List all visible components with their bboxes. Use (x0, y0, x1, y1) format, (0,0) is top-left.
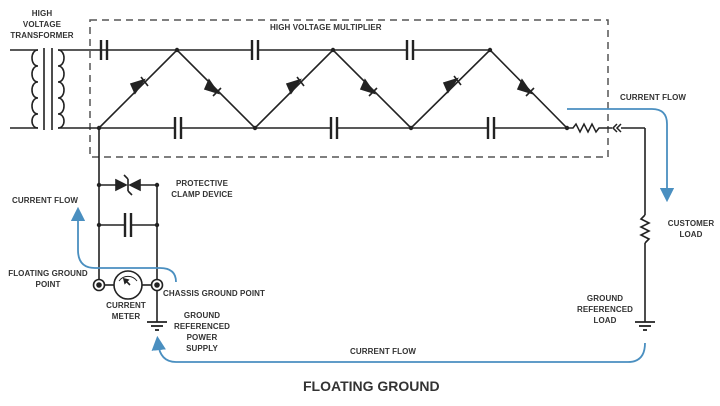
floating-ground-point-label-line: FLOATING GROUND (8, 269, 88, 278)
junction-nodes-left (96, 182, 160, 228)
ground-load-label-line: GROUND (586, 294, 624, 303)
clamp-device-label-line: CLAMP DEVICE (171, 190, 233, 199)
multiplier-label: HIGH VOLTAGE MULTIPLIER (270, 23, 382, 32)
customer-load-label: CUSTOMER LOAD (664, 218, 718, 240)
capacitor-bottom-2 (329, 117, 339, 139)
clamp-device-label-line: PROTECTIVE (175, 179, 229, 188)
chassis-ground-point-label: CHASSIS GROUND POINT (163, 289, 266, 298)
power-supply-label-line: GROUND (183, 311, 221, 320)
chassis-ground-jack (150, 278, 164, 292)
diagram-title: FLOATING GROUND (303, 378, 440, 394)
current-flow-label-left: CURRENT FLOW (12, 196, 79, 205)
transformer-label-line: TRANSFORMER (10, 31, 74, 40)
ground-load-label-line: LOAD (593, 316, 617, 325)
power-supply-label-line: POWER (186, 333, 218, 342)
output-resistor (567, 122, 605, 134)
current-flow-path-bottom (151, 335, 646, 363)
ground-symbol-load (635, 321, 655, 331)
capacitor-top-3 (405, 40, 415, 60)
clamp-device-symbol (115, 174, 141, 196)
floating-ground-point-label: FLOATING GROUND POINT (2, 268, 94, 290)
output-connector (605, 123, 645, 133)
power-supply-label-line: REFERENCED (173, 322, 231, 331)
diode-symbols (129, 75, 535, 97)
ground-referenced-load-label: GROUND REFERENCED LOAD (572, 293, 638, 326)
ground-referenced-power-supply-label: GROUND REFERENCED POWER SUPPLY (168, 310, 236, 354)
current-meter-symbol (104, 270, 151, 300)
current-meter-label-line: METER (111, 312, 141, 321)
clamp-device-label: PROTECTIVE CLAMP DEVICE (162, 178, 242, 200)
current-flow-label-right: CURRENT FLOW (620, 93, 687, 102)
power-supply-label-line: SUPPLY (186, 344, 218, 353)
floating-ground-point-label-line: POINT (35, 280, 61, 289)
left-branch-wires (98, 128, 158, 280)
diode-chain (98, 48, 568, 130)
customer-load-label-line: LOAD (679, 230, 703, 239)
current-flow-label-bottom: CURRENT FLOW (350, 347, 417, 356)
capacitor-top-1 (99, 40, 109, 60)
junction-nodes (96, 47, 570, 131)
transformer-label: HIGH VOLTAGE TRANSFORMER (2, 8, 82, 41)
current-flow-path-left (70, 206, 177, 283)
transformer-label-line: HIGH (31, 9, 53, 18)
current-meter-label: CURRENT METER (96, 300, 156, 322)
current-meter-label-line: CURRENT (106, 301, 146, 310)
transformer-symbol (10, 48, 100, 130)
capacitor-filter (123, 213, 133, 237)
load-wire (639, 128, 651, 322)
multiplier-boundary (89, 19, 609, 158)
capacitor-top-2 (250, 40, 260, 60)
customer-load-resistor (639, 214, 651, 244)
capacitor-bottom-1 (173, 117, 183, 139)
current-flow-path-right (567, 108, 675, 203)
ground-symbol-supply (147, 321, 167, 331)
transformer-label-line: VOLTAGE (22, 20, 62, 29)
floating-ground-jack (92, 278, 106, 292)
customer-load-label-line: CUSTOMER (667, 219, 715, 228)
capacitor-bottom-3 (486, 117, 496, 139)
ground-load-label-line: REFERENCED (576, 305, 634, 314)
